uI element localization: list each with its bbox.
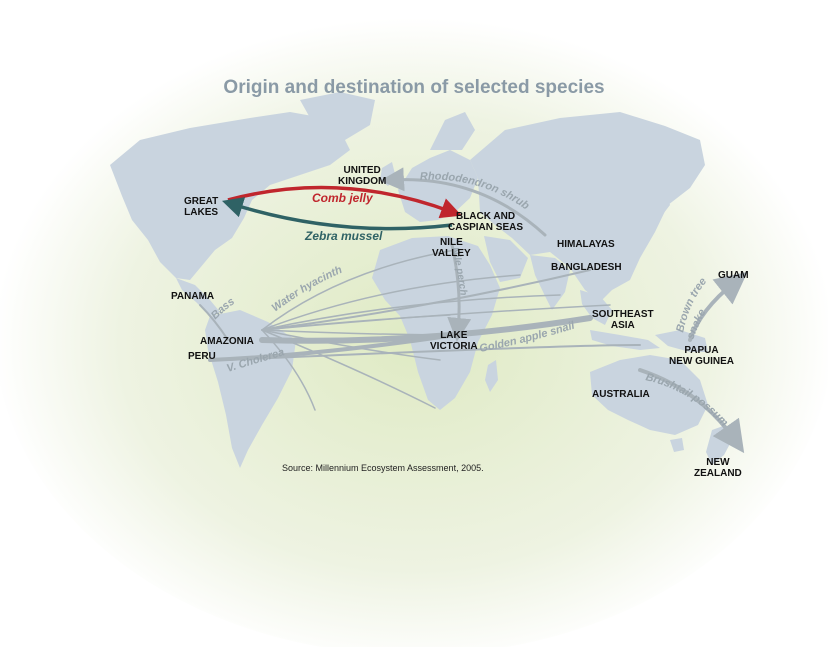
route-comb-jelly — [227, 185, 462, 219]
map-title: Origin and destination of selected speci… — [223, 77, 605, 98]
place-australia: AUSTRALIA — [592, 389, 650, 400]
route-rhododendron — [380, 167, 547, 237]
southeast-asia-land — [580, 290, 612, 325]
south-america — [205, 310, 296, 468]
label-comb-jelly: Comb jelly — [312, 191, 374, 205]
label-zebra-mussel: Zebra mussel — [304, 229, 383, 243]
central-america — [176, 278, 220, 316]
gray-routes — [199, 167, 748, 454]
route-peru-sa — [227, 344, 641, 361]
north-america — [110, 112, 350, 280]
scandinavia — [430, 112, 475, 150]
source-note: Source: Millennium Ecosystem Assessment,… — [282, 463, 484, 473]
place-bangladesh: BANGLADESH — [551, 262, 622, 273]
route-hyacinth-1 — [261, 249, 456, 331]
route-nile-perch — [447, 243, 472, 342]
place-peru: PERU — [188, 351, 216, 362]
indonesia — [590, 330, 660, 350]
australia-land — [590, 355, 708, 435]
place-guam: GUAM — [718, 270, 749, 281]
route-hyacinth-2 — [261, 274, 521, 331]
asia — [470, 112, 705, 302]
madagascar — [485, 360, 498, 392]
japan — [652, 188, 670, 218]
greenland — [300, 92, 375, 140]
route-bass — [199, 304, 229, 341]
place-himalayas: HIMALAYAS — [557, 239, 615, 250]
route-bangladesh — [261, 269, 591, 331]
route-brushtail-possum — [638, 368, 745, 454]
route-zebra-mussel — [221, 197, 453, 231]
route-golden-apple-snail — [259, 315, 593, 344]
route-cholerea — [208, 333, 457, 362]
route-hyacinth-3 — [261, 294, 561, 331]
tasmania — [670, 438, 684, 452]
place-panama: PANAMA — [171, 291, 215, 302]
arabia — [484, 236, 528, 282]
new-guinea — [655, 330, 708, 352]
place-amazonia: AMAZONIA — [200, 336, 254, 347]
route-brown-tree-snake — [688, 272, 748, 342]
indian-subcontinent — [530, 255, 570, 310]
